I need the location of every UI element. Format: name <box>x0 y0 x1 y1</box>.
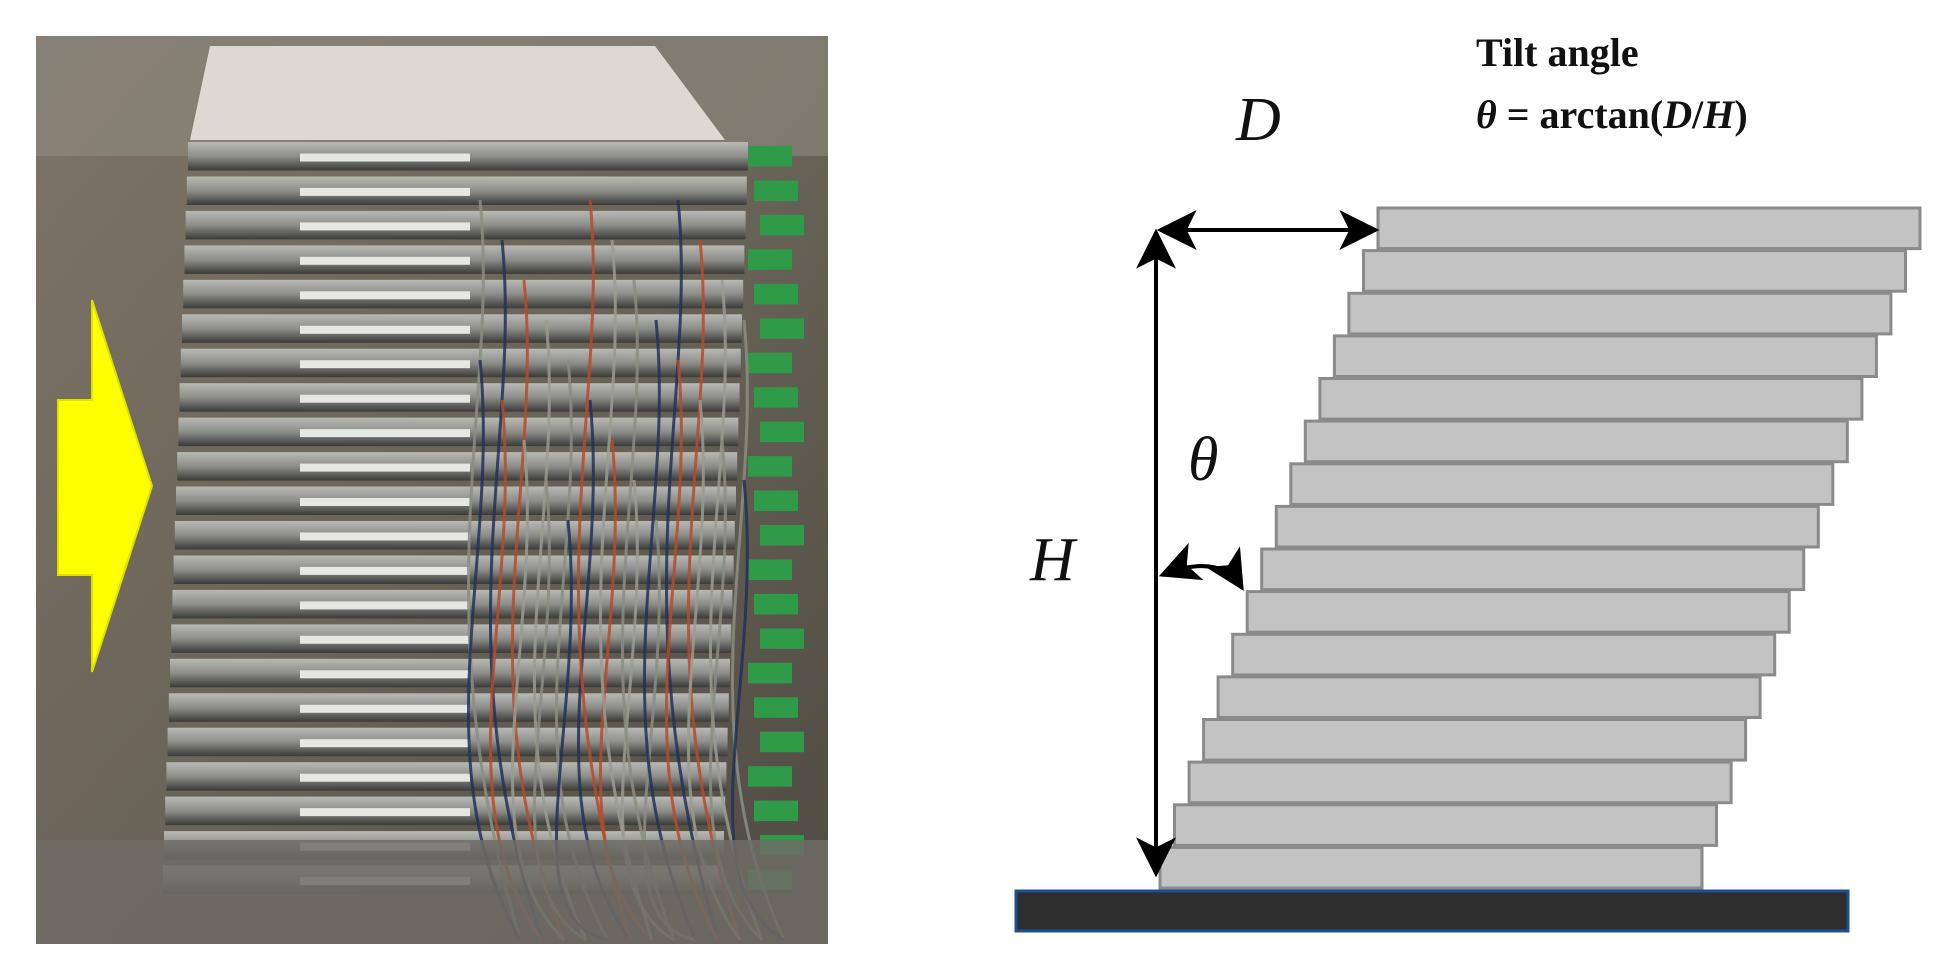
diagram-layer <box>1173 803 1718 847</box>
tilt-diagram: D H θ Tilt angle θ = arctan(D/H) <box>1014 30 1922 933</box>
connector-board <box>754 283 798 305</box>
connector-board <box>748 352 792 374</box>
tray-bar <box>300 429 470 438</box>
detector-stack-photo <box>36 36 828 944</box>
tray-bar <box>300 360 470 369</box>
connector-board <box>754 180 798 201</box>
stack-top-cover <box>190 46 725 140</box>
formula-d: D <box>1662 92 1692 137</box>
h-label: H <box>1029 526 1078 594</box>
diagram-layer <box>1187 760 1733 805</box>
connector-board <box>760 318 804 339</box>
connector-board <box>760 214 804 236</box>
cable <box>665 199 720 941</box>
cable <box>467 199 522 941</box>
diagram-layer <box>1231 632 1777 677</box>
tray-bar <box>300 773 470 782</box>
tray-bar <box>300 739 470 748</box>
connector-board <box>754 593 798 615</box>
connector-board <box>760 525 804 546</box>
diagram-layer <box>1303 419 1849 464</box>
tray-bar <box>300 394 470 403</box>
tray-bar <box>300 153 470 162</box>
stack-trays <box>162 142 804 894</box>
connector-board <box>748 766 792 787</box>
tilt-angle-formula: θ = arctan(D/H) <box>1476 92 1748 137</box>
yellow-arrow-icon <box>57 299 154 673</box>
diagram-layer <box>1216 675 1762 720</box>
tray-bar <box>300 704 470 713</box>
connector-board <box>748 662 792 684</box>
tray-bar <box>300 498 470 506</box>
connector-board <box>760 421 804 443</box>
tilt-angle-title: Tilt angle <box>1476 30 1639 75</box>
diagram-layer <box>1260 547 1806 592</box>
diagram-layer <box>1289 462 1835 506</box>
diagram-base-plate <box>1014 889 1850 933</box>
diagram-layer <box>1347 291 1893 336</box>
tray-bar <box>300 635 470 644</box>
connector-board <box>760 628 804 649</box>
diagram-layers <box>1158 206 1922 890</box>
connector-board <box>754 697 798 718</box>
cable <box>687 239 742 941</box>
diagram-layer <box>1376 206 1922 251</box>
d-label: D <box>1235 86 1281 154</box>
cable <box>599 239 654 941</box>
cable <box>577 199 632 941</box>
tray-bar <box>300 256 470 265</box>
tray-bar <box>300 291 470 300</box>
theta-label: θ <box>1188 426 1218 494</box>
diagram-layer <box>1245 590 1791 634</box>
diagram-layer <box>1274 504 1820 549</box>
theta-angle-arc <box>1158 542 1244 591</box>
diagram-layer <box>1318 377 1864 421</box>
diagram-layer <box>1158 845 1704 890</box>
cable <box>708 279 764 941</box>
diagram-layer <box>1332 334 1878 378</box>
connector-board <box>748 456 792 477</box>
connector-board <box>754 387 798 408</box>
tray-bar <box>300 463 470 472</box>
photo-floor <box>36 840 828 944</box>
tray-bar <box>300 222 470 231</box>
formula-h: H <box>1702 92 1736 137</box>
cable <box>510 279 566 941</box>
tray-bar <box>300 187 470 196</box>
tray-bar <box>300 670 470 679</box>
connector-board <box>748 559 792 580</box>
connector-board <box>748 249 792 270</box>
tray-bar <box>300 532 470 541</box>
formula-theta: θ <box>1476 92 1497 137</box>
formula-close: ) <box>1734 92 1747 137</box>
tray-bar <box>300 808 470 817</box>
diagram-layer <box>1362 249 1907 293</box>
tray-bar <box>300 325 470 334</box>
formula-eq: = arctan( <box>1497 92 1663 137</box>
tray-bar <box>300 601 470 610</box>
diagram-layer <box>1202 718 1748 762</box>
connector-board <box>760 731 804 753</box>
connector-board <box>748 146 792 167</box>
cable <box>489 239 544 941</box>
connector-board <box>754 800 798 822</box>
connector-board <box>754 490 798 511</box>
cable <box>620 279 676 941</box>
tray-bar <box>300 566 470 575</box>
formula-slash: / <box>1691 92 1704 137</box>
